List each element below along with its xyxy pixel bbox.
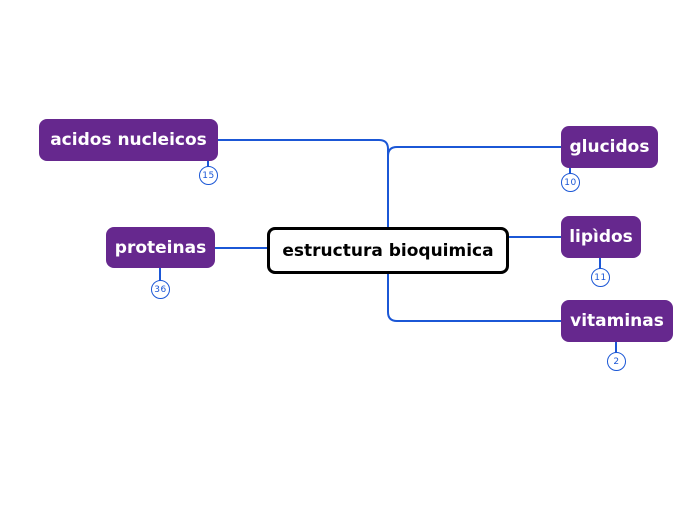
- topic-lipidos[interactable]: lipìdos: [561, 216, 641, 258]
- topic-label: vitaminas: [570, 311, 664, 331]
- topic-acidos-nucleicos[interactable]: acidos nucleicos: [39, 119, 218, 161]
- topic-label: glucidos: [569, 137, 650, 157]
- count-badge-lipidos[interactable]: 11: [591, 268, 610, 287]
- topic-proteinas[interactable]: proteinas: [106, 227, 215, 268]
- topic-label: lipìdos: [569, 227, 633, 247]
- topic-vitaminas[interactable]: vitaminas: [561, 300, 673, 342]
- connector-acidos-nucleicos: [218, 139, 389, 228]
- central-topic-label: estructura bioquimica: [282, 240, 494, 261]
- topic-label: acidos nucleicos: [50, 130, 207, 150]
- count-badge-proteinas[interactable]: 36: [151, 280, 170, 299]
- count-badge-acidos-nucleicos[interactable]: 15: [199, 166, 218, 185]
- topic-label: proteinas: [114, 237, 207, 258]
- central-topic[interactable]: estructura bioquimica: [267, 227, 509, 274]
- connector-glucidos: [387, 146, 561, 228]
- connector-vitaminas: [387, 273, 561, 322]
- count-badge-vitaminas[interactable]: 2: [607, 352, 626, 371]
- topic-glucidos[interactable]: glucidos: [561, 126, 658, 168]
- count-badge-glucidos[interactable]: 10: [561, 173, 580, 192]
